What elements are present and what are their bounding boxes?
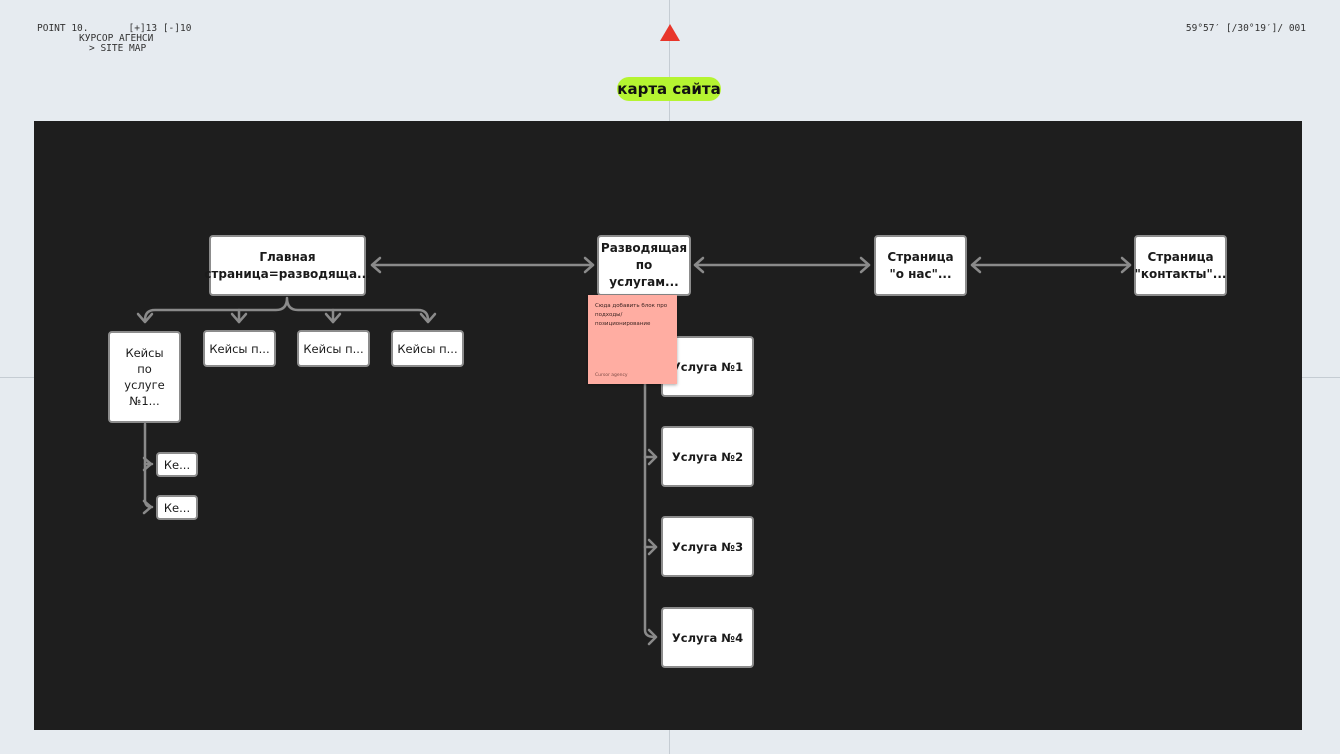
header-meta-line2: КУРСОР АГЕНСИ — [79, 33, 154, 44]
node-cases-1[interactable]: Кейсы по услуге №1... — [108, 331, 181, 423]
node-service-2[interactable]: Услуга №2 — [661, 426, 754, 487]
node-about[interactable]: Страница "о нас"... — [874, 235, 967, 296]
node-case-sub-2[interactable]: Ке... — [156, 495, 198, 520]
branch-services — [643, 382, 657, 639]
red-triangle-marker-icon — [660, 24, 680, 41]
header-coordinates: 59°57′ [/30°19′]/ 001 — [1185, 23, 1306, 34]
sticky-note-text: Сюда добавить блок про подходы/ позицион… — [595, 303, 668, 327]
node-services-hub[interactable]: Разводящая по услугам... — [597, 235, 691, 296]
header-meta-line1: POINT 10. [+]13 [-]10 — [37, 23, 192, 34]
node-service-3[interactable]: Услуга №3 — [661, 516, 754, 577]
bracket-home-cases — [143, 296, 430, 322]
node-case-sub-1[interactable]: Ке... — [156, 452, 198, 477]
node-contacts[interactable]: Страница "контакты"... — [1134, 235, 1227, 296]
sticky-note-author: Cursor agency — [595, 373, 628, 378]
page-title: карта сайта — [617, 77, 721, 101]
node-cases-2[interactable]: Кейсы п... — [203, 330, 276, 367]
sticky-note[interactable]: Сюда добавить блок про подходы/ позицион… — [588, 295, 677, 384]
header-meta-line3: > SITE MAP — [89, 43, 147, 54]
node-cases-4[interactable]: Кейсы п... — [391, 330, 464, 367]
node-service-4[interactable]: Услуга №4 — [661, 607, 754, 668]
node-cases-3[interactable]: Кейсы п... — [297, 330, 370, 367]
node-home[interactable]: Главная страница=разводяща... — [204, 235, 371, 296]
